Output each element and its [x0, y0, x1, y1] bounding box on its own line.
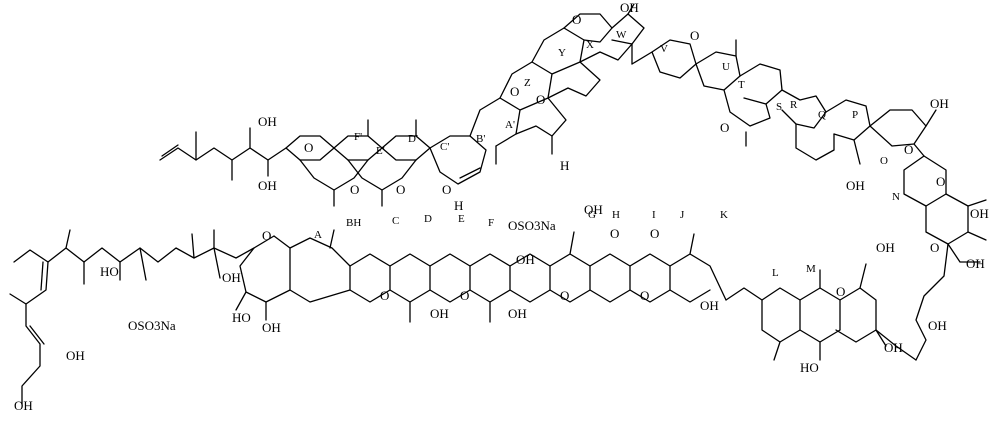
ring-a-prime-label: A' [505, 119, 515, 131]
o-label-12: O [930, 240, 939, 255]
ring-z-label: Z [524, 77, 531, 89]
oh-label-15: OH [516, 252, 535, 267]
ring-n-label: N [892, 191, 900, 203]
ring-e-label: E [458, 213, 465, 225]
oh-label-8: OH [876, 240, 895, 255]
o-label-9: O [720, 120, 729, 135]
o-label-6: O [536, 92, 545, 107]
right-connector-rings [903, 155, 987, 361]
ring-o-label: O [880, 155, 888, 167]
ring-t-label: T [738, 79, 745, 91]
o-label-17: O [640, 288, 649, 303]
h-label-2: H [560, 158, 569, 173]
ring-v-label: V [660, 43, 668, 55]
ring-x-label: X [586, 39, 594, 51]
o-label-10: O [904, 142, 913, 157]
ring-k-label: K [720, 209, 728, 221]
ring-y-label: Y [558, 47, 566, 59]
oh-label-5: OH [846, 178, 865, 193]
o-label-20: O [262, 228, 271, 243]
sulfate-lower-label: OSO3Na [128, 318, 176, 333]
oh-label-4: OH [930, 96, 949, 111]
o-label-5: O [572, 12, 581, 27]
o-label-18: O [460, 288, 469, 303]
o-label-11: O [936, 174, 945, 189]
o-label-2: O [350, 182, 359, 197]
lower-left-ring-and-chain [9, 229, 291, 405]
oh-label-13: OH [430, 306, 449, 321]
o-label-15: O [650, 226, 659, 241]
ring-c-prime-label: C' [440, 141, 449, 153]
o-label-3: O [396, 182, 405, 197]
ring-u-label: U [722, 61, 730, 73]
oh-label-11: OH [584, 202, 603, 217]
ring-m-label: M [806, 263, 816, 275]
o-label-7: O [510, 84, 519, 99]
ring-bh-label: BH [346, 217, 361, 229]
o-label-4: O [442, 182, 451, 197]
ring-i-label: I [652, 209, 656, 221]
oh-label-7: OH [966, 256, 985, 271]
ring-q-label: Q [818, 109, 826, 121]
lower-ladder-middle [273, 229, 727, 323]
o-label-16: O [560, 288, 569, 303]
oh-label-3: OH [620, 0, 639, 15]
upper-ladder-left [285, 119, 487, 207]
ring-j-label: J [680, 209, 685, 221]
oh-label-12: OH [700, 298, 719, 313]
ring-c-label: C [392, 215, 399, 227]
upper-ladder-rising [469, 3, 645, 165]
oh-label-1: OH [258, 114, 277, 129]
ring-s-label: S [776, 101, 782, 113]
ring-f-label: F [488, 217, 494, 229]
oh-label-18: OH [66, 348, 85, 363]
o-label-1: O [304, 140, 313, 155]
o-label-19: O [380, 288, 389, 303]
oh-label-17: OH [262, 320, 281, 335]
sulfate-upper-label: OSO3Na [508, 218, 556, 233]
ho-label-3: HO [100, 264, 119, 279]
ring-r-label: R [790, 99, 798, 111]
ring-p-label: P [852, 109, 858, 121]
ring-l-label: L [772, 267, 779, 279]
oh-label-14: OH [508, 306, 527, 321]
h-label-1: H [454, 198, 463, 213]
o-label-14: O [610, 226, 619, 241]
ring-d-prime-label: D' [408, 133, 418, 145]
ring-w-label: W [616, 29, 627, 41]
ring-g-label: G [588, 209, 596, 221]
oh-label-2: OH [258, 178, 277, 193]
ho-label-2: HO [232, 310, 251, 325]
ho-label-1: HO [800, 360, 819, 375]
upper-side-chain [159, 127, 287, 181]
o-label-13: O [836, 284, 845, 299]
ring-h-label: H [612, 209, 620, 221]
ring-d-label: D [424, 213, 432, 225]
oh-label-6: OH [970, 206, 989, 221]
oh-label-9: OH [928, 318, 947, 333]
oh-label-19: OH [14, 398, 33, 413]
lower-ladder-right [725, 263, 917, 361]
upper-ladder-right [631, 39, 937, 165]
oh-label-16: OH [222, 270, 241, 285]
ring-e-prime-label: E' [376, 145, 385, 157]
o-label-8: O [690, 28, 699, 43]
oh-label-10: OH [884, 340, 903, 355]
ring-a-label: A [314, 229, 322, 241]
ring-f-prime-label: F' [354, 131, 362, 143]
ring-b-prime-label: B' [476, 133, 485, 145]
